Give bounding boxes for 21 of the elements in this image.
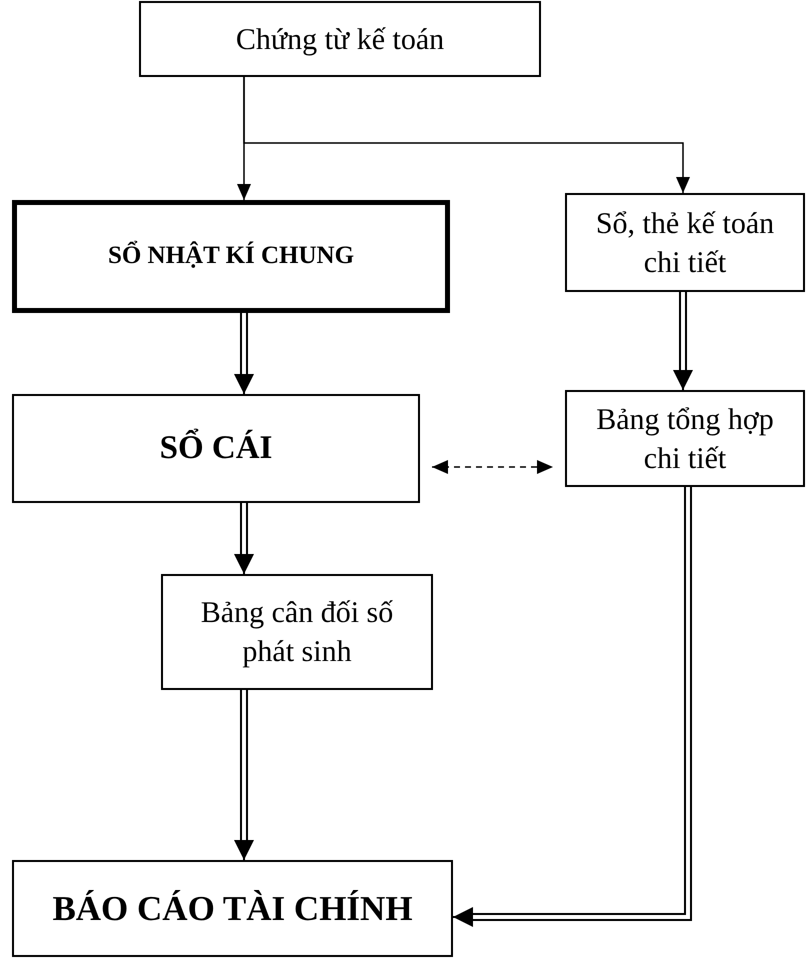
double-arrow — [234, 502, 254, 575]
box-label: SỔ CÁI — [160, 428, 272, 468]
process-box — [161, 574, 433, 690]
double-arrow — [234, 312, 254, 395]
process-box — [12, 200, 450, 313]
double-arrow — [452, 486, 692, 927]
process-box — [12, 394, 420, 503]
box-label: BÁO CÁO TÀI CHÍNH — [52, 888, 413, 930]
box-label: Chứng từ kế toán — [236, 22, 444, 58]
process-box — [139, 1, 541, 77]
dashed-arrow — [432, 460, 553, 474]
box-label: Bảng tổng hợp chi tiết — [595, 402, 775, 476]
arrow — [243, 77, 690, 193]
box-label: SỔ NHẬT KÍ CHUNG — [108, 240, 354, 272]
process-box — [12, 860, 453, 957]
box-label: Bảng cân đối số phát sinh — [200, 595, 394, 670]
double-arrow — [673, 291, 693, 391]
process-box — [565, 193, 805, 292]
process-box — [565, 390, 805, 487]
box-label: Sổ, thẻ kế toán chi tiết — [594, 206, 776, 280]
double-arrow — [234, 689, 254, 861]
